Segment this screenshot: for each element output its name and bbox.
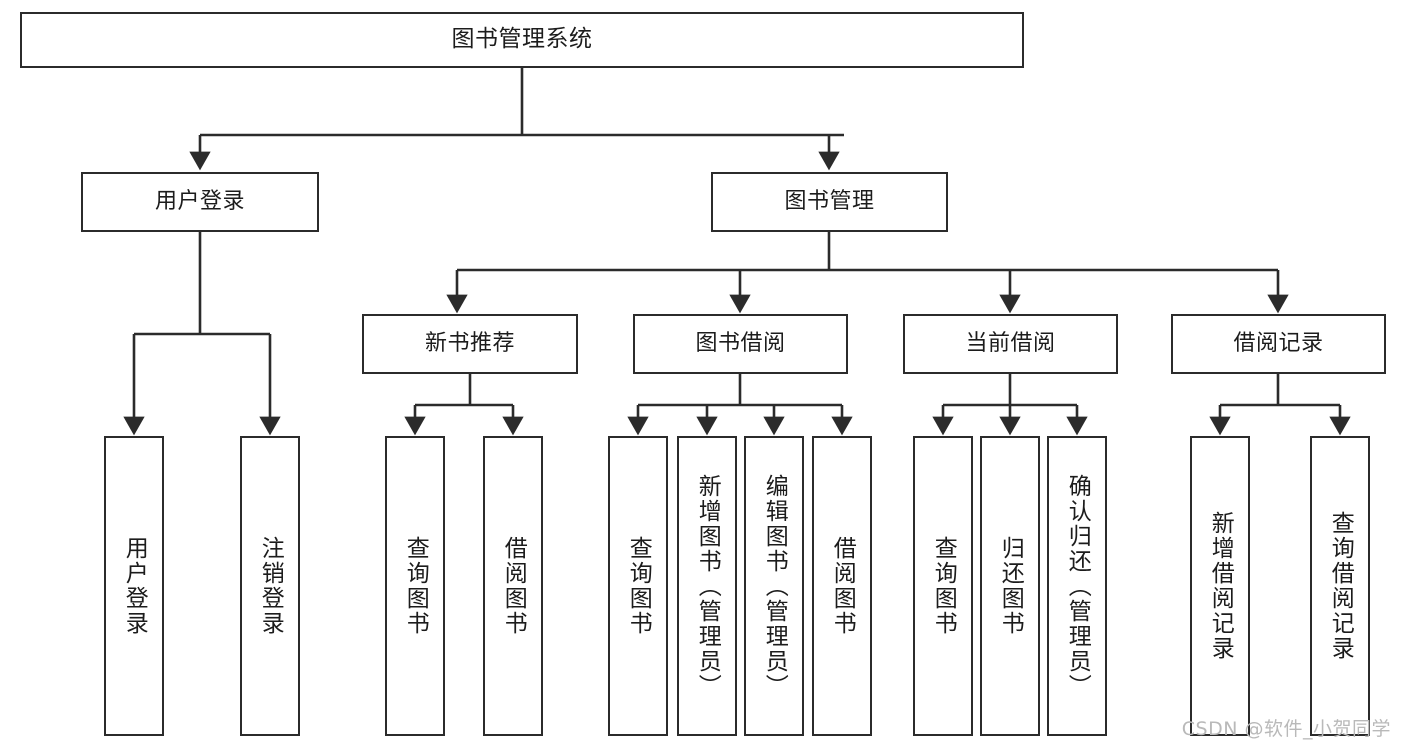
node-label: 确认归还（管理员）: [1064, 473, 1091, 699]
leaf-book-borrow-add-book-admin[interactable]: 新增图书（管理员）: [677, 436, 737, 736]
leaf-borrow-record-add-record[interactable]: 新增借阅记录: [1190, 436, 1250, 736]
leaf-current-borrow-query-book[interactable]: 查询图书: [913, 436, 973, 736]
leaf-current-borrow-return-book[interactable]: 归还图书: [980, 436, 1040, 736]
leaf-current-borrow-confirm-return-admin[interactable]: 确认归还（管理员）: [1047, 436, 1107, 736]
node-user-login[interactable]: 用户登录: [81, 172, 319, 232]
node-label: 查询借阅记录: [1327, 511, 1354, 661]
node-new-book-recommend[interactable]: 新书推荐: [362, 314, 578, 374]
node-label: 借阅记录: [1233, 331, 1324, 357]
leaf-user-login-login[interactable]: 用户登录: [104, 436, 164, 736]
node-label: 归还图书: [997, 536, 1024, 636]
node-label: 新增借阅记录: [1207, 511, 1234, 661]
node-label: 查询图书: [402, 536, 429, 636]
node-borrow-record[interactable]: 借阅记录: [1171, 314, 1386, 374]
node-label: 查询图书: [930, 536, 957, 636]
node-label: 注销登录: [257, 536, 284, 636]
node-current-borrow[interactable]: 当前借阅: [903, 314, 1118, 374]
leaf-borrow-record-query-record[interactable]: 查询借阅记录: [1310, 436, 1370, 736]
node-label: 图书管理: [784, 189, 875, 215]
node-label: 编辑图书（管理员）: [761, 473, 788, 699]
node-label: 新增图书（管理员）: [694, 473, 721, 699]
node-label: 借阅图书: [829, 536, 856, 636]
node-book-management[interactable]: 图书管理: [711, 172, 948, 232]
leaf-book-borrow-query-book[interactable]: 查询图书: [608, 436, 668, 736]
node-root-book-management-system[interactable]: 图书管理系统: [20, 12, 1024, 68]
node-label: 当前借阅: [965, 331, 1056, 357]
node-book-borrow[interactable]: 图书借阅: [633, 314, 848, 374]
node-label: 图书管理系统: [451, 26, 593, 53]
leaf-new-book-query-book[interactable]: 查询图书: [385, 436, 445, 736]
node-label: 查询图书: [625, 536, 652, 636]
leaf-new-book-borrow-book[interactable]: 借阅图书: [483, 436, 543, 736]
leaf-book-borrow-edit-book-admin[interactable]: 编辑图书（管理员）: [744, 436, 804, 736]
leaf-user-login-logout[interactable]: 注销登录: [240, 436, 300, 736]
node-label: 用户登录: [154, 189, 245, 215]
node-label: 图书借阅: [695, 331, 786, 357]
node-label: 用户登录: [121, 536, 148, 636]
leaf-book-borrow-borrow-book[interactable]: 借阅图书: [812, 436, 872, 736]
node-label: 新书推荐: [424, 331, 515, 357]
node-label: 借阅图书: [500, 536, 527, 636]
